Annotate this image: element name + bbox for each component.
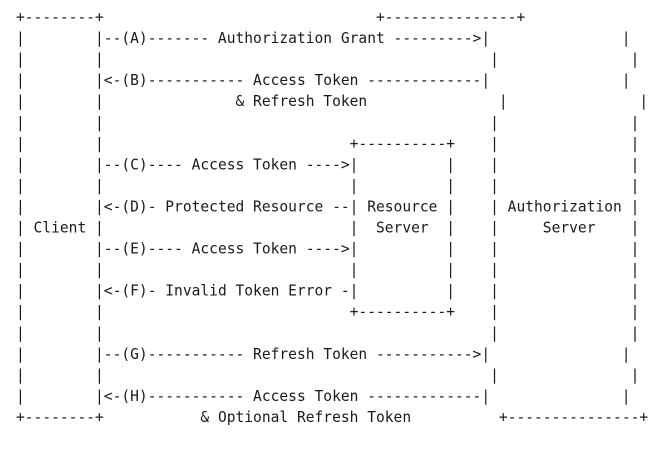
diagram-line-10: | |<-(D)- Protected Resource --| Resourc… bbox=[16, 197, 639, 215]
diagram-line-19: | |<-(H)----------- Access Token -------… bbox=[16, 387, 631, 405]
diagram-line-15: | | +----------+ | | bbox=[16, 303, 639, 321]
diagram-line-6: | | | | bbox=[16, 113, 639, 131]
diagram-line-13: | | | | | | bbox=[16, 261, 639, 279]
diagram-line-17: | |--(G)----------- Refresh Token ------… bbox=[16, 345, 631, 363]
diagram-line-14: | |<-(F)- Invalid Token Error -| | | | bbox=[16, 282, 639, 300]
ascii-art-lines: +--------+ +---------------+ | |--(A)----… bbox=[16, 8, 648, 426]
diagram-line-3: | | | | bbox=[16, 50, 639, 68]
diagram-line-1: +--------+ +---------------+ bbox=[16, 8, 525, 26]
diagram-line-4: | |<-(B)----------- Access Token -------… bbox=[16, 71, 631, 89]
diagram-line-18: | | | | bbox=[16, 366, 639, 384]
diagram-line-16: | | | | bbox=[16, 324, 639, 342]
diagram-line-9: | | | | | | bbox=[16, 176, 639, 194]
diagram-line-8: | |--(C)---- Access Token ---->| | | | bbox=[16, 155, 639, 173]
diagram-line-7: | | +----------+ | | bbox=[16, 134, 639, 152]
diagram-line-2: | |--(A)------- Authorization Grant ----… bbox=[16, 29, 631, 47]
diagram-line-11: | Client | | Server | | Server | bbox=[16, 219, 639, 237]
diagram-line-20: +--------+ & Optional Refresh Token +---… bbox=[16, 408, 648, 426]
diagram-line-12: | |--(E)---- Access Token ---->| | | | bbox=[16, 240, 639, 258]
diagram-line-5: | | & Refresh Token | | bbox=[16, 92, 648, 110]
